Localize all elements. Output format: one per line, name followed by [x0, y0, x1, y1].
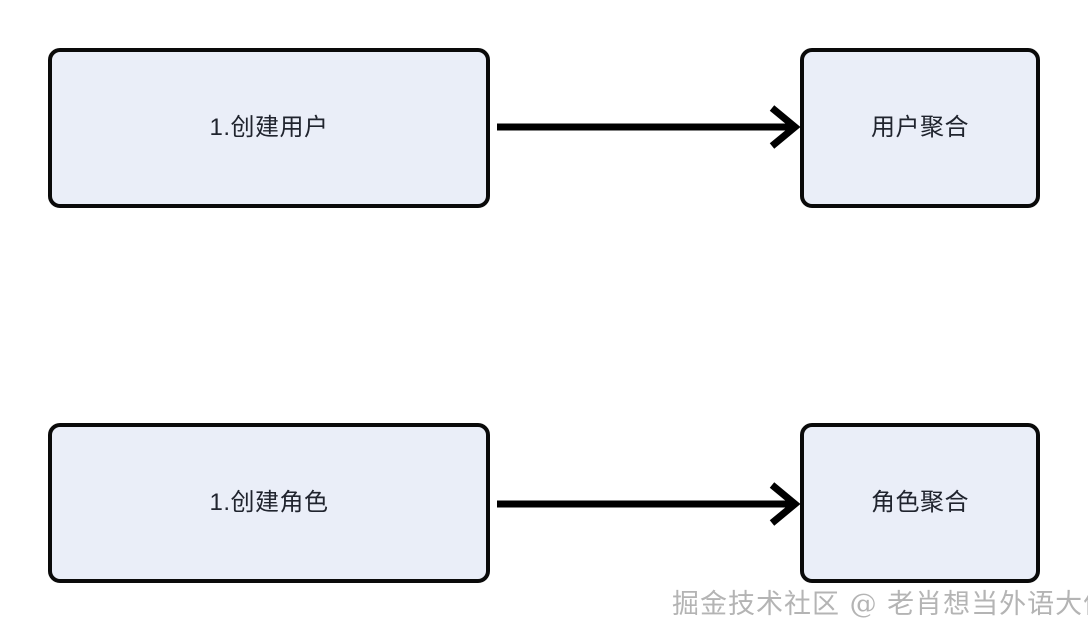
node-role-aggregate-label: 角色聚合: [871, 488, 969, 516]
node-role-aggregate[interactable]: 角色聚合: [800, 423, 1040, 583]
watermark: 掘金技术社区 @ 老肖想当外语大佬: [672, 589, 1088, 620]
node-create-user-label: 1.创建用户: [209, 113, 329, 141]
node-create-role[interactable]: 1.创建角色: [48, 423, 490, 583]
node-create-role-label: 1.创建角色: [209, 488, 329, 516]
node-user-aggregate[interactable]: 用户聚合: [800, 48, 1040, 208]
node-user-aggregate-label: 用户聚合: [871, 113, 969, 141]
node-create-user[interactable]: 1.创建用户: [48, 48, 490, 208]
edge-create-role-to-role-aggregate: [497, 482, 801, 526]
edge-create-user-to-user-aggregate: [497, 105, 801, 149]
